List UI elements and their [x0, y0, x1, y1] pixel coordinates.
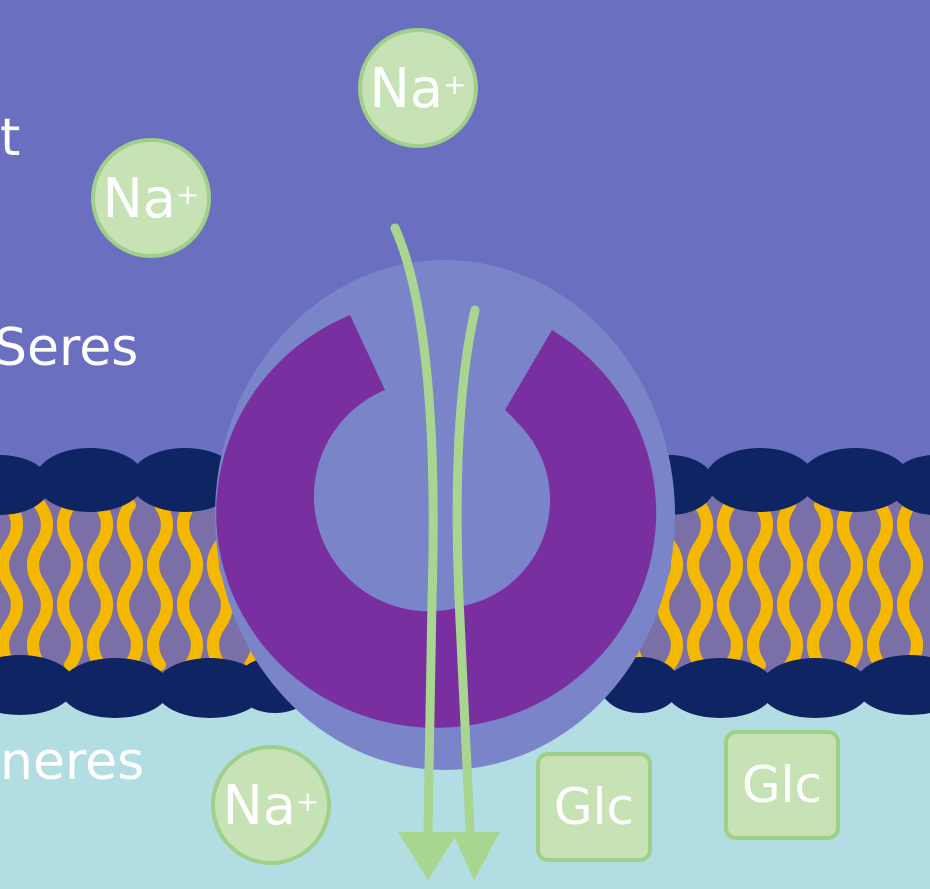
phospholipid-heads-inner — [0, 655, 930, 718]
label-inside: neres — [0, 732, 145, 792]
label-outside: Seres — [0, 318, 139, 378]
protein-body — [216, 315, 657, 728]
arrow-head-right — [452, 832, 500, 880]
ion-flow-arrows — [390, 223, 480, 835]
transport-protein — [215, 260, 675, 770]
glucose-1: Glc — [536, 752, 652, 862]
glucose-2: Glc — [724, 730, 840, 840]
protein-binding-site — [334, 392, 550, 608]
label-top-fragment: t — [0, 108, 21, 168]
sodium-ion-top: Na+ — [358, 28, 478, 148]
sodium-ion-inside: Na+ — [211, 745, 331, 865]
sodium-ion-left: Na+ — [91, 138, 211, 258]
arrow-head-left — [398, 832, 458, 880]
